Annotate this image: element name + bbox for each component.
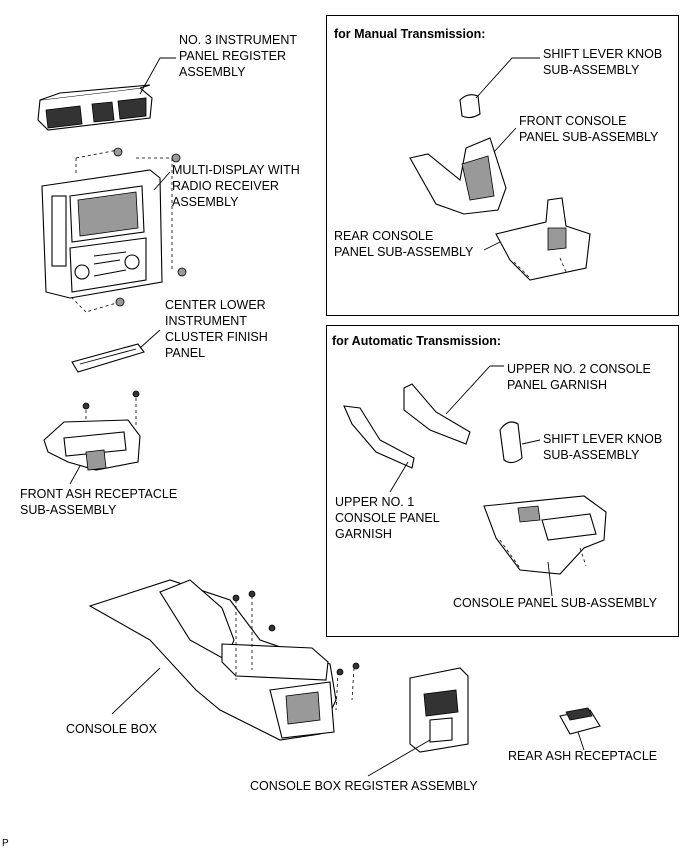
at-shift-knob-drawing	[499, 421, 523, 464]
label-at-console-panel: CONSOLE PANEL SUB-ASSEMBLY	[453, 596, 657, 610]
console-box-register-drawing	[409, 667, 469, 753]
label-mt-shift-lever-knob: SHIFT LEVER KNOB SUB-ASSEMBLY	[543, 47, 663, 77]
no3-register-drawing	[37, 84, 153, 131]
label-console-box-register: CONSOLE BOX REGISTER ASSEMBLY	[250, 779, 478, 793]
mt-front-console-drawing	[409, 137, 507, 215]
label-mt-front-console-panel: FRONT CONSOLE PANEL SUB-ASSEMBLY	[519, 114, 659, 144]
at-upper-no2-garnish-drawing	[403, 383, 471, 445]
label-console-box: CONSOLE BOX	[66, 722, 157, 736]
label-multi-display-radio-receiver: MULTI-DISPLAY WITH RADIO RECEIVER ASSEMB…	[172, 163, 300, 209]
automatic-transmission-panel	[326, 325, 679, 637]
corner-code: P	[2, 838, 9, 849]
automatic-panel-header: for Automatic Transmission:	[332, 334, 502, 348]
label-rear-ash-receptacle: REAR ASH RECEPTACLE	[508, 749, 658, 763]
center-lower-panel-drawing	[71, 343, 145, 373]
manual-panel-header: for Manual Transmission:	[334, 27, 486, 41]
at-console-panel-drawing	[483, 495, 607, 575]
front-ash-receptacle-drawing	[43, 390, 141, 471]
console-box-drawing	[88, 579, 360, 741]
rear-ash-receptacle-drawing	[559, 707, 601, 735]
label-front-ash-receptacle: FRONT ASH RECEPTACLE SUB-ASSEMBLY	[20, 487, 178, 517]
manual-transmission-panel	[326, 15, 679, 316]
mt-rear-console-drawing	[495, 197, 591, 281]
label-no3-instrument-panel-register: NO. 3 INSTRUMENT PANEL REGISTER ASSEMBLY	[179, 33, 298, 79]
at-upper-no1-garnish-drawing	[343, 405, 415, 469]
multi-display-drawing	[41, 147, 187, 313]
label-at-shift-lever-knob: SHIFT LEVER KNOB SUB-ASSEMBLY	[543, 432, 663, 462]
label-at-upper-no2-garnish: UPPER NO. 2 CONSOLE PANEL GARNISH	[507, 362, 651, 392]
label-at-upper-no1-garnish: UPPER NO. 1 CONSOLE PANEL GARNISH	[335, 495, 440, 541]
mt-shift-knob-drawing	[459, 94, 481, 119]
label-center-lower-instrument-cluster: CENTER LOWER INSTRUMENT CLUSTER FINISH P…	[165, 298, 268, 360]
label-mt-rear-console-panel: REAR CONSOLE PANEL SUB-ASSEMBLY	[334, 229, 474, 259]
